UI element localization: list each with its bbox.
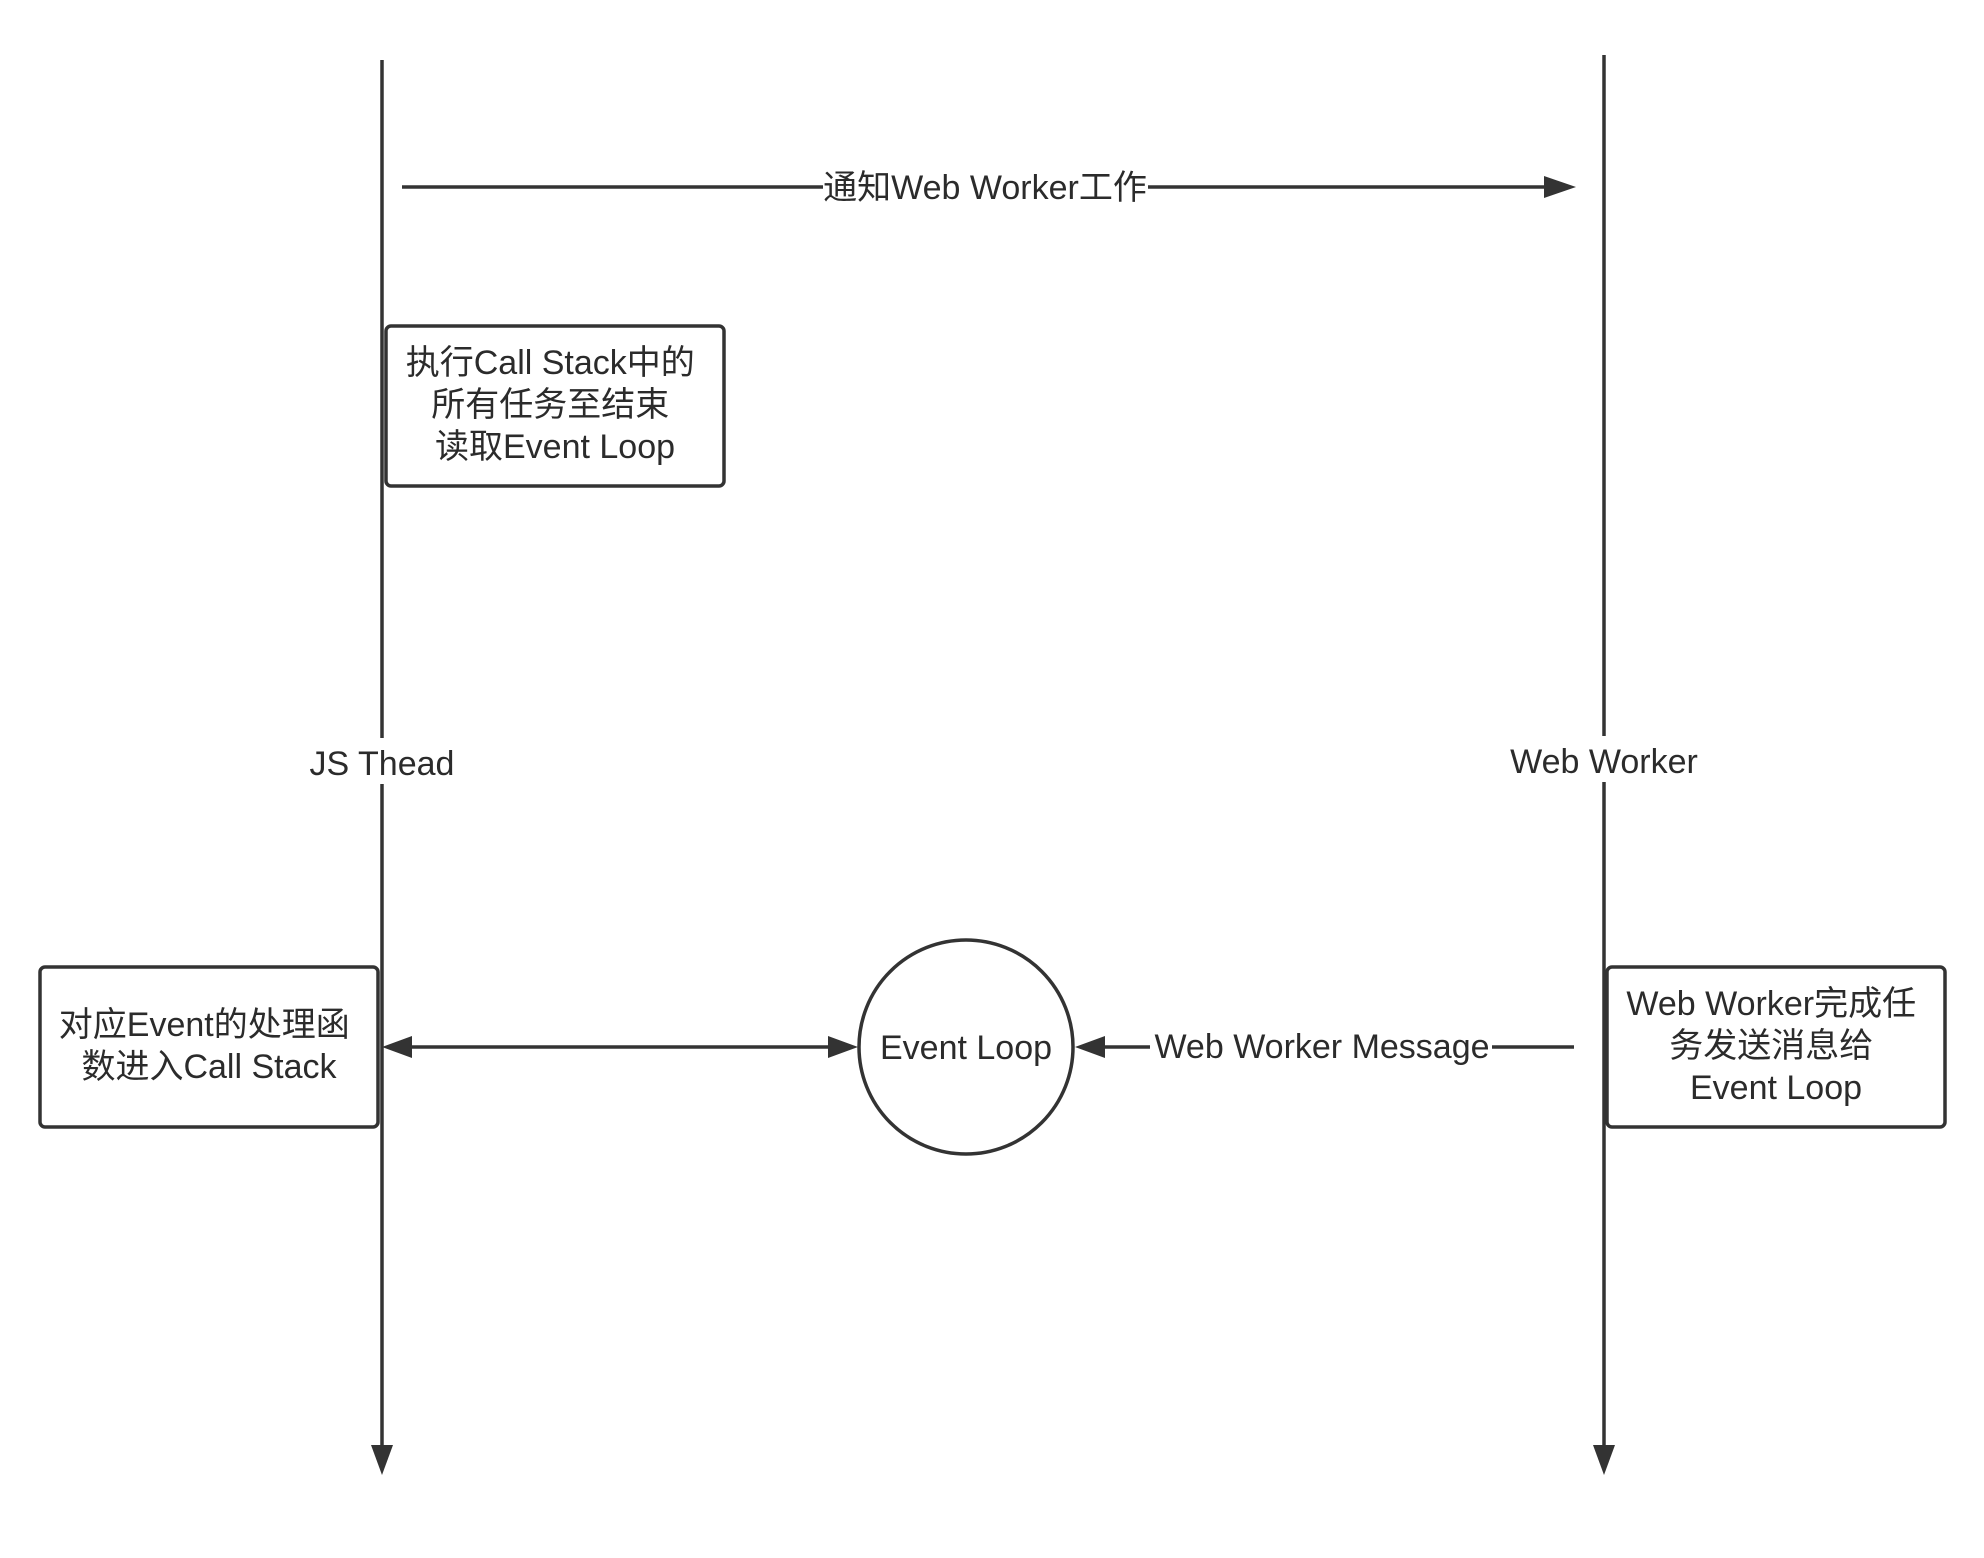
web-worker-label: Web Worker — [1510, 743, 1698, 781]
run-call-stack-box — [384, 324, 726, 488]
event-loop-label: Event Loop — [880, 1029, 1052, 1067]
handler-text: 对应Event的处理函 数进入Call Stack — [59, 1006, 359, 1086]
handler-line-2: 数进入Call Stack — [81, 1048, 337, 1086]
worker-done-line-1: Web Worker完成任 — [1626, 985, 1916, 1023]
js-thread-label: JS Thead — [310, 745, 455, 783]
run-call-stack-line-2: 所有任务至结束 — [431, 386, 669, 424]
worker-done-box — [1605, 965, 1947, 1129]
js-thread-label-bg — [300, 738, 464, 784]
handler-box — [38, 965, 380, 1129]
worker-done-line-2: 务发送消息给 — [1669, 1027, 1873, 1065]
worker-done-text: Web Worker完成任 务发送消息给 Event Loop — [1626, 985, 1925, 1107]
handler-line-1: 对应Event的处理函 — [59, 1006, 350, 1044]
event-loop-circle — [857, 938, 1075, 1156]
run-call-stack-line-3: 读取Event Loop — [435, 428, 675, 466]
web-worker-arrowhead — [1593, 1445, 1615, 1475]
worker-message-arrowhead — [1075, 1036, 1105, 1058]
js-thread-arrowhead — [371, 1445, 393, 1475]
run-call-stack-text: 执行Call Stack中的 所有任务至结束 读取Event Loop — [406, 344, 705, 466]
web-worker-label-bg — [1500, 736, 1708, 782]
call-stack-arrowhead-left — [382, 1036, 412, 1058]
call-stack-arrowhead-right — [828, 1036, 858, 1058]
notify-arrowhead — [1544, 176, 1576, 198]
worker-done-line-3: Event Loop — [1690, 1069, 1862, 1107]
worker-message-label: Web Worker Message — [1154, 1028, 1489, 1066]
run-call-stack-line-1: 执行Call Stack中的 — [406, 344, 695, 382]
notify-label: 通知Web Worker工作 — [823, 169, 1147, 207]
